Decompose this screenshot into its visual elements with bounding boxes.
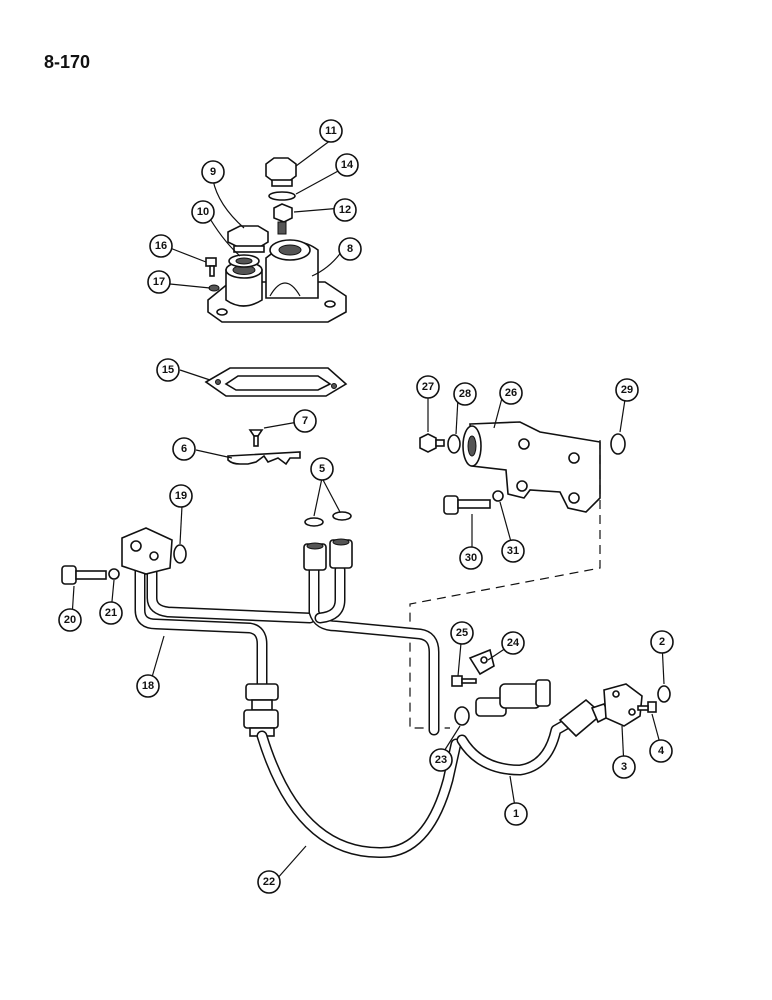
- bolt-20: [61, 565, 107, 585]
- svg-text:19: 19: [175, 490, 187, 502]
- callout-10: 10: [191, 200, 215, 224]
- callout-22: 22: [257, 870, 281, 894]
- elbow-housing-26: [462, 421, 601, 513]
- coupling: [558, 683, 643, 738]
- washer-5a: [304, 517, 324, 527]
- callout-19: 19: [169, 484, 193, 508]
- callout-9: 9: [201, 160, 225, 184]
- svg-text:8: 8: [347, 243, 353, 255]
- bolt-25: [451, 675, 477, 687]
- callout-27: 27: [416, 375, 440, 399]
- callout-23: 23: [429, 748, 453, 772]
- svg-text:29: 29: [621, 384, 633, 396]
- svg-text:9: 9: [210, 166, 216, 178]
- callout-2: 2: [650, 630, 674, 654]
- washer-5b: [332, 511, 352, 521]
- svg-text:25: 25: [456, 627, 468, 639]
- plug-9: [227, 225, 269, 253]
- callout-8: 8: [338, 237, 362, 261]
- washer-10: [228, 254, 260, 268]
- svg-text:20: 20: [64, 614, 76, 626]
- callout-16: 16: [149, 234, 173, 258]
- gasket-15: [204, 367, 348, 397]
- svg-text:17: 17: [153, 276, 165, 288]
- svg-text:24: 24: [507, 637, 520, 649]
- svg-text:5: 5: [319, 463, 325, 475]
- svg-text:15: 15: [162, 364, 174, 376]
- callout-17: 17: [147, 270, 171, 294]
- plug-11: [265, 157, 297, 187]
- page-number: 8-170: [44, 52, 91, 72]
- svg-text:18: 18: [142, 680, 154, 692]
- pipe-fittings: [303, 538, 353, 571]
- washer-31: [492, 490, 504, 502]
- o-ring-29: [610, 433, 626, 455]
- callout-5: 5: [310, 457, 334, 481]
- svg-text:7: 7: [302, 415, 308, 427]
- svg-text:22: 22: [263, 876, 275, 888]
- pipe-1: [456, 716, 576, 776]
- svg-text:1: 1: [513, 808, 519, 820]
- callout-18: 18: [136, 674, 160, 698]
- callout-6: 6: [172, 437, 196, 461]
- callout-25: 25: [450, 621, 474, 645]
- svg-text:16: 16: [155, 240, 167, 252]
- bolt-4: [637, 701, 657, 713]
- callout-7: 7: [293, 409, 317, 433]
- washer-17: [208, 284, 220, 292]
- union-fitting: [243, 683, 279, 737]
- bolt-30: [443, 495, 491, 515]
- bracket-6: [227, 451, 301, 466]
- svg-text:11: 11: [325, 125, 337, 137]
- callout-1: 1: [504, 802, 528, 826]
- svg-text:12: 12: [339, 204, 351, 216]
- pipe-18: [134, 562, 440, 736]
- connector-24: [468, 648, 551, 717]
- callout-31: 31: [501, 539, 525, 563]
- callout-29: 29: [615, 378, 639, 402]
- svg-text:2: 2: [659, 636, 665, 648]
- callout-15: 15: [156, 358, 180, 382]
- washer-21: [108, 568, 120, 580]
- svg-text:14: 14: [341, 159, 354, 171]
- svg-text:23: 23: [435, 754, 447, 766]
- callout-30: 30: [459, 546, 483, 570]
- callout-28: 28: [453, 382, 477, 406]
- pipe-22: [256, 730, 462, 858]
- o-ring-14: [268, 191, 296, 201]
- bolt-16: [205, 257, 217, 277]
- valve-12: [273, 203, 293, 235]
- alignment-line: [409, 440, 601, 729]
- callout-26: 26: [499, 381, 523, 405]
- svg-text:27: 27: [422, 381, 434, 393]
- callout-24: 24: [501, 631, 525, 655]
- svg-text:28: 28: [459, 388, 471, 400]
- svg-text:4: 4: [658, 745, 665, 757]
- svg-text:6: 6: [181, 443, 187, 455]
- svg-text:30: 30: [465, 552, 477, 564]
- o-ring-19: [173, 544, 187, 564]
- callout-11: 11: [319, 119, 343, 143]
- callout-3: 3: [612, 755, 636, 779]
- plug-27: [419, 433, 445, 453]
- washer-23: [454, 706, 470, 726]
- svg-text:26: 26: [505, 387, 517, 399]
- callout-14: 14: [335, 153, 359, 177]
- svg-text:21: 21: [105, 607, 117, 619]
- svg-text:3: 3: [621, 761, 627, 773]
- svg-text:10: 10: [197, 206, 209, 218]
- banjo-block: [121, 527, 173, 575]
- washer-28: [447, 434, 461, 454]
- callout-21: 21: [99, 601, 123, 625]
- o-ring-2: [657, 685, 671, 703]
- callout-20: 20: [58, 608, 82, 632]
- screw-7: [248, 429, 264, 447]
- svg-text:31: 31: [507, 545, 519, 557]
- filter-head-housing: [207, 239, 347, 323]
- callout-12: 12: [333, 198, 357, 222]
- callout-4: 4: [649, 739, 673, 763]
